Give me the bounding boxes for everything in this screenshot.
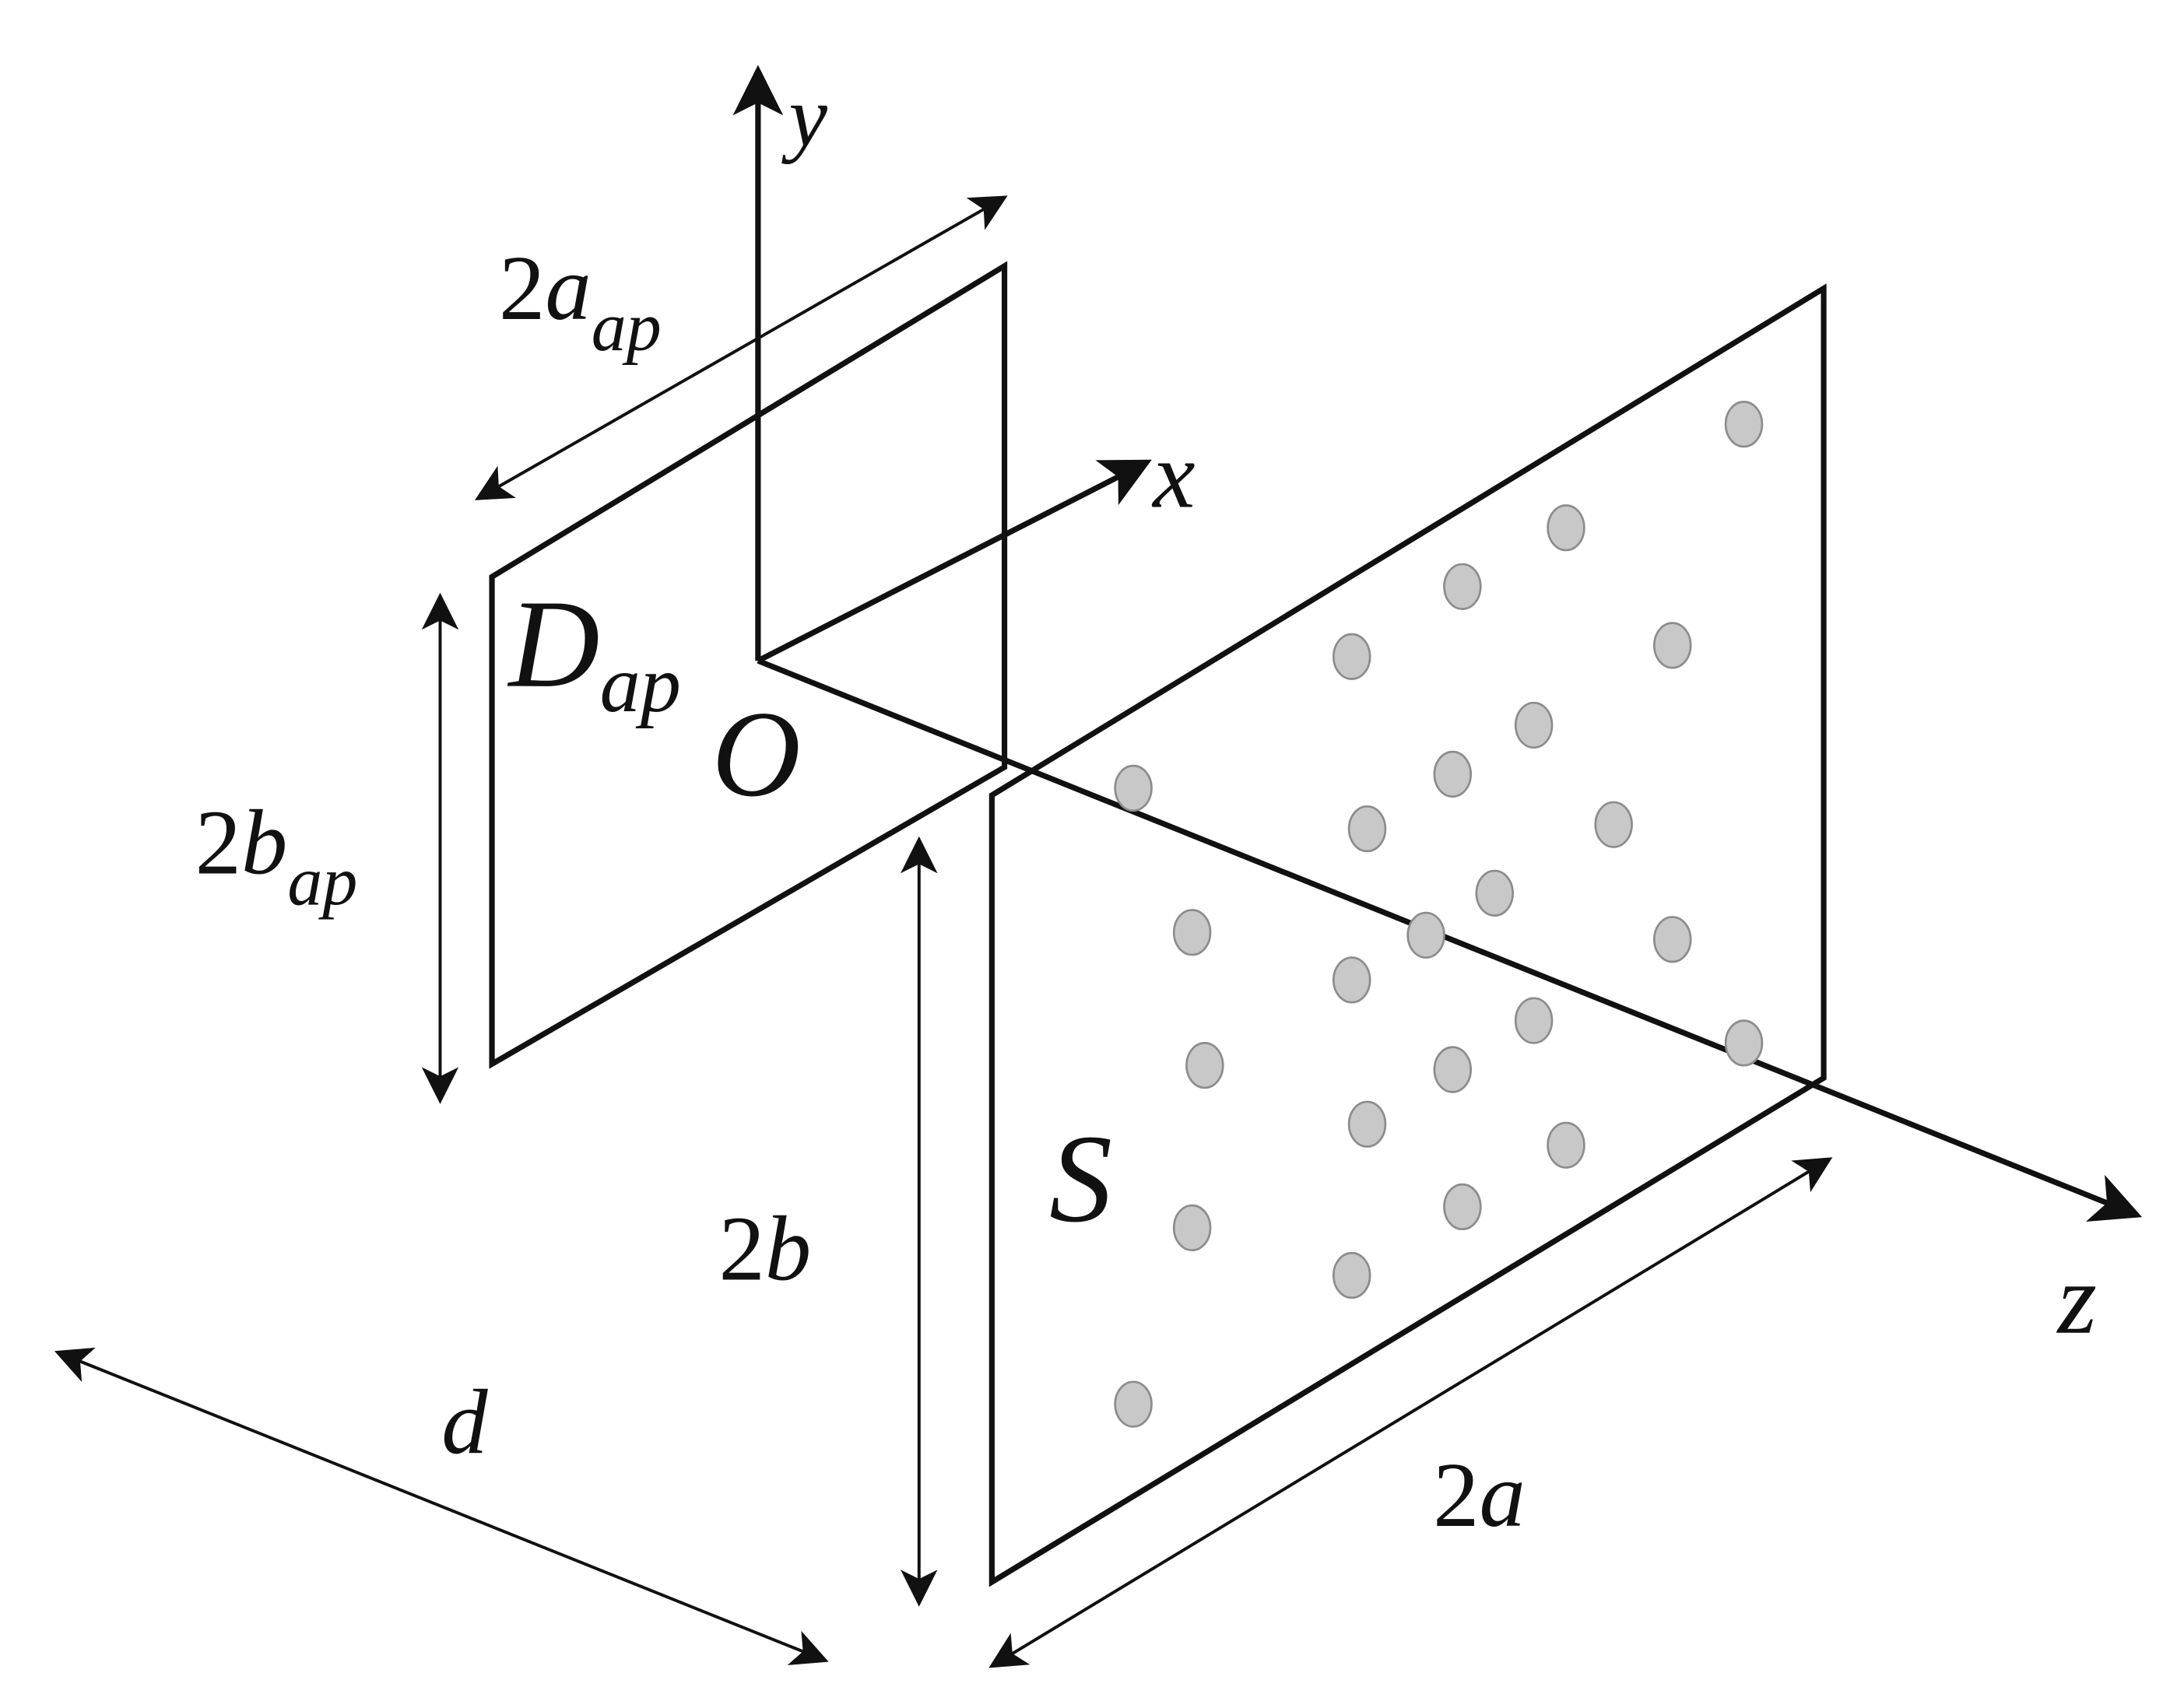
aperture-label: Dap	[507, 575, 681, 729]
distance-label: d	[441, 1371, 488, 1474]
detector-dot	[1653, 622, 1692, 669]
detector-dot	[1547, 504, 1585, 552]
z-axis-label: z	[2056, 1244, 2097, 1356]
detector-dot	[1347, 1100, 1387, 1148]
screen-label: S	[1049, 1110, 1112, 1249]
detector-dot	[1547, 1121, 1585, 1169]
detector-dot	[1333, 956, 1371, 1004]
detector-dot	[1594, 801, 1633, 848]
screen-width-arrow	[988, 1157, 1833, 1668]
aperture-width-label: 2aap	[499, 237, 662, 366]
detector-dot	[1406, 911, 1445, 959]
y-axis-label: y	[781, 69, 827, 165]
aperture-width-arrow	[474, 195, 1008, 500]
detector-dot	[1172, 909, 1212, 956]
x-axis-label: x	[1151, 423, 1195, 528]
detector-dot	[1185, 1042, 1224, 1089]
detector-dot	[1114, 764, 1153, 812]
aperture-height-label: 2bap	[195, 791, 358, 921]
detector-dot	[1347, 805, 1387, 853]
detector-dot	[1514, 701, 1554, 749]
detector-dots	[1114, 401, 1764, 1428]
distance-arrow	[54, 1347, 829, 1665]
detector-dot	[1475, 869, 1515, 917]
x-axis	[757, 459, 1152, 664]
origin-label: O	[712, 686, 801, 822]
detector-dot	[1653, 916, 1692, 963]
screen-width-label: 2a	[1433, 1443, 1526, 1546]
detector-dot	[1514, 997, 1554, 1044]
z-axis	[757, 658, 2143, 1222]
detector-dot	[1114, 1380, 1153, 1428]
detector-dot	[1443, 563, 1482, 610]
detector-dot	[1333, 1251, 1371, 1299]
detector-dot	[1333, 633, 1371, 680]
detector-dot	[1724, 1019, 1764, 1067]
detector-dot	[1443, 1183, 1482, 1231]
detector-dot	[1172, 1204, 1212, 1252]
detector-dot	[1433, 750, 1473, 798]
screen-height-label: 2b	[719, 1197, 812, 1299]
detector-dot	[1724, 401, 1764, 448]
detector-dot	[1433, 1046, 1473, 1093]
